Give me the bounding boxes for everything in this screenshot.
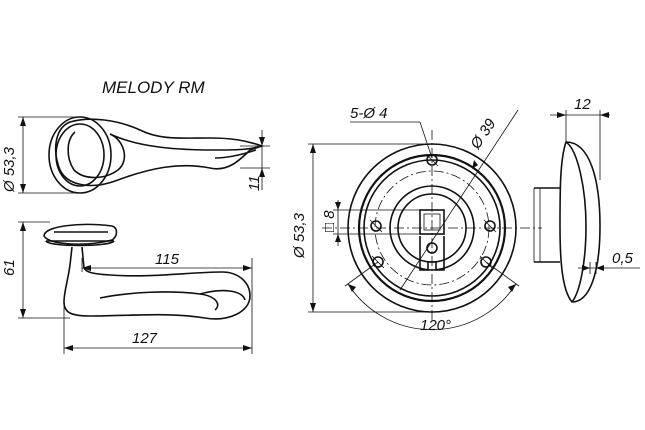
dim-handle-height: 61 [1,259,18,276]
screw-hole [483,219,497,233]
dim-rosette-diameter-side: Ø 53,3 [1,146,18,193]
lever-side-view [18,221,253,354]
screw-hole [425,153,439,167]
screw-hole [369,219,383,233]
dim-bolt-circle: Ø 39 [467,115,500,153]
dim-hole-angle: 120° [420,317,451,334]
rosette-front-view [308,109,542,331]
dim-overall-length: 127 [132,330,158,347]
dim-lever-thickness: 11 [246,175,263,191]
dim-rosette-depth: 12 [574,96,591,113]
dim-screw-holes: 5-Ø 4 [350,105,388,122]
model-title: MELODY RM [102,78,205,97]
dim-lever-reach: 115 [155,251,180,268]
dim-rosette-diameter-front: Ø 53,3 [291,212,308,259]
lever-top-view [18,116,270,194]
dim-spindle-square: □ 8 [321,210,338,232]
dim-gap: 0,5 [612,250,634,267]
rosette-side-view [533,110,640,303]
